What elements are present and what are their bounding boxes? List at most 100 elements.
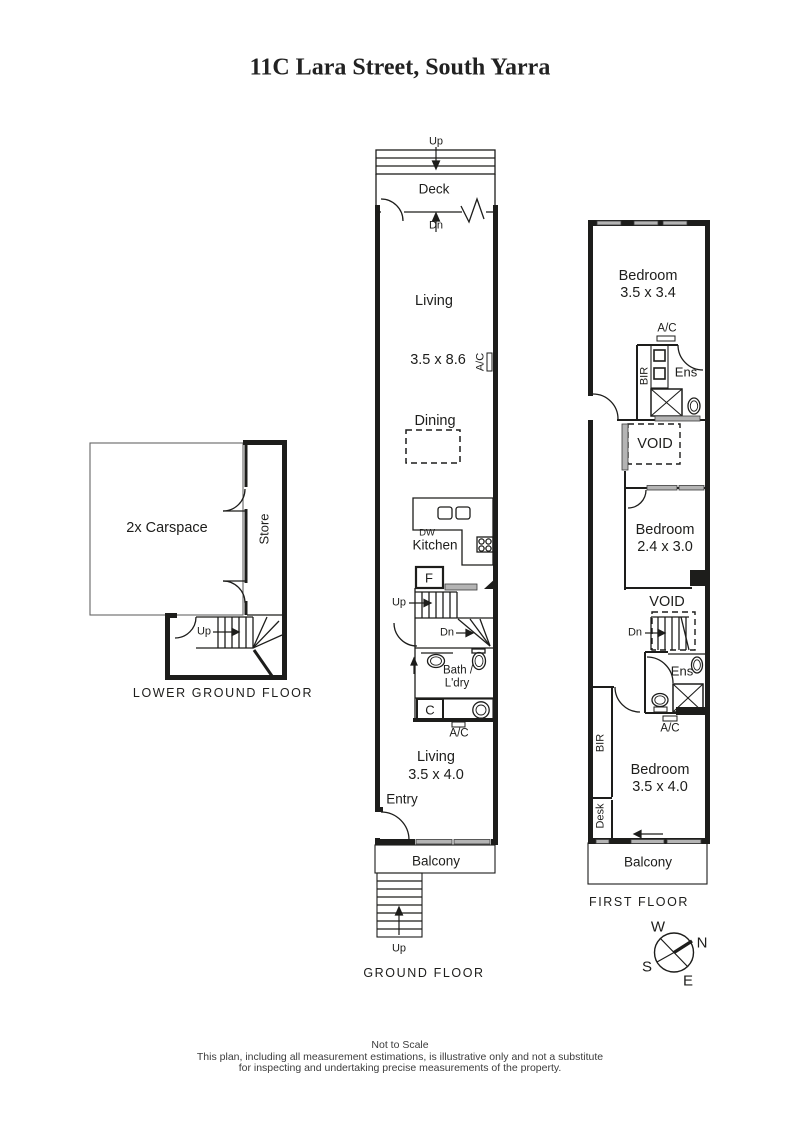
compass-south-label: S <box>641 958 653 976</box>
bath-label-1: Bath / <box>442 664 474 677</box>
bedroom3-label: Bedroom <box>630 761 690 778</box>
carspace-label: 2x Carspace <box>126 519 208 536</box>
stairs-up-label: Up <box>391 596 407 609</box>
living2-dims-label: 3.5 x 4.0 <box>408 766 464 783</box>
deck-dn-label: Dn <box>428 219 444 232</box>
deck-door-arc <box>380 198 404 222</box>
void-upper-label: VOID <box>637 435 673 452</box>
window <box>633 220 659 226</box>
bedroom2-label: Bedroom <box>635 521 695 538</box>
north-needle <box>673 939 693 954</box>
cupboard-label: C <box>425 702 435 718</box>
basin-icon <box>651 692 669 713</box>
ac-unit <box>662 715 678 722</box>
vanity-basin-icon <box>653 367 666 380</box>
bedroom1-dims-label: 3.5 x 3.4 <box>620 284 676 301</box>
ac-label: A/C <box>449 727 469 740</box>
bedroom1-label: Bedroom <box>618 267 678 284</box>
sink-icon <box>455 506 471 520</box>
bedroom3-door-arc <box>614 686 641 713</box>
stair-door-arc <box>174 616 197 639</box>
store-door-arc <box>222 580 246 604</box>
void-lower <box>651 611 696 651</box>
toilet-icon <box>471 648 487 671</box>
first-floor-windows <box>595 220 705 844</box>
ens-label: Ens <box>674 364 698 380</box>
living-dims-label: 3.5 x 8.6 <box>410 351 466 368</box>
compass-rose <box>653 932 695 973</box>
vanity-bench <box>650 344 669 389</box>
compass-north-label: N <box>696 934 708 952</box>
window <box>444 583 478 591</box>
living-label: Living <box>415 292 453 309</box>
bath-label-2: L'dry <box>444 677 470 690</box>
bir-label: BIR <box>594 733 607 753</box>
deck-label: Deck <box>418 181 450 197</box>
compass-east-label: E <box>682 972 694 990</box>
first-floor-plan <box>587 220 710 885</box>
pantry-corner <box>484 577 497 589</box>
window <box>596 220 622 226</box>
fridge-box <box>414 565 445 590</box>
ac-unit <box>656 335 676 342</box>
ac-label: A/C <box>657 322 677 335</box>
dining-label: Dining <box>414 412 456 429</box>
trough-icon <box>472 701 490 719</box>
window <box>621 423 629 471</box>
window <box>646 485 678 491</box>
store-door-arc <box>222 488 246 512</box>
ens2-label: Ens <box>670 663 694 679</box>
lower-ground-arrows <box>213 627 241 637</box>
page-title: 11C Lara Street, South Yarra <box>249 54 551 81</box>
window <box>662 220 688 226</box>
sliding-window <box>666 839 702 844</box>
bedroom3-dims-label: 3.5 x 4.0 <box>632 778 688 795</box>
kitchen-bench <box>412 497 494 566</box>
entry-label: Entry <box>386 791 418 807</box>
first-floor-arrows <box>632 628 667 839</box>
basin-icon <box>426 653 446 669</box>
shower-icon <box>672 683 704 713</box>
sink-icon <box>437 506 453 520</box>
bath-door-arc <box>393 622 418 647</box>
window <box>678 485 705 491</box>
sliding-window <box>415 839 453 845</box>
toilet-icon <box>690 656 704 674</box>
window <box>595 839 610 844</box>
deck-up-label: Up <box>428 135 444 148</box>
ground-arrows <box>394 147 475 935</box>
dining-table <box>405 429 461 464</box>
store-label: Store <box>256 513 272 545</box>
door-arc <box>592 393 619 420</box>
sliding-window <box>630 839 665 844</box>
ground-windows <box>415 583 491 845</box>
bir-label: BIR <box>638 366 651 386</box>
winder-stringer <box>252 649 274 677</box>
bench <box>654 415 701 422</box>
ground-floor-plan <box>374 147 498 938</box>
compass-west-label: W <box>650 918 666 936</box>
living2-label: Living <box>417 748 455 765</box>
ens-door-arc <box>677 344 704 371</box>
kitchen-label: Kitchen <box>412 537 458 553</box>
disclaimer-line-2: for inspecting and undertaking precise m… <box>238 1062 562 1074</box>
disclaimer-line-1: This plan, including all measurement est… <box>196 1051 604 1063</box>
ff-dn-label: Dn <box>627 626 643 639</box>
ff-balcony-label: Balcony <box>623 854 673 870</box>
ens2-door-arc <box>646 656 674 684</box>
lower-ground-floor-plan <box>89 440 287 680</box>
vanity-basin-icon <box>653 349 666 362</box>
ac-label: A/C <box>474 352 487 372</box>
dishwasher-label: DW <box>419 527 435 539</box>
bedroom2-dims-label: 2.4 x 3.0 <box>637 538 693 555</box>
bedroom2-door-arc <box>627 489 647 509</box>
balcony-up-label: Up <box>391 942 407 955</box>
lower-ground-walls <box>165 440 287 680</box>
sliding-window <box>453 839 491 845</box>
balcony-label: Balcony <box>411 853 461 869</box>
lower-ground-lines <box>174 445 283 677</box>
shower-icon <box>650 388 683 417</box>
scale-note: Not to Scale <box>371 1039 429 1051</box>
lg-up-label: Up <box>196 625 212 638</box>
desk-label: Desk <box>594 803 607 829</box>
